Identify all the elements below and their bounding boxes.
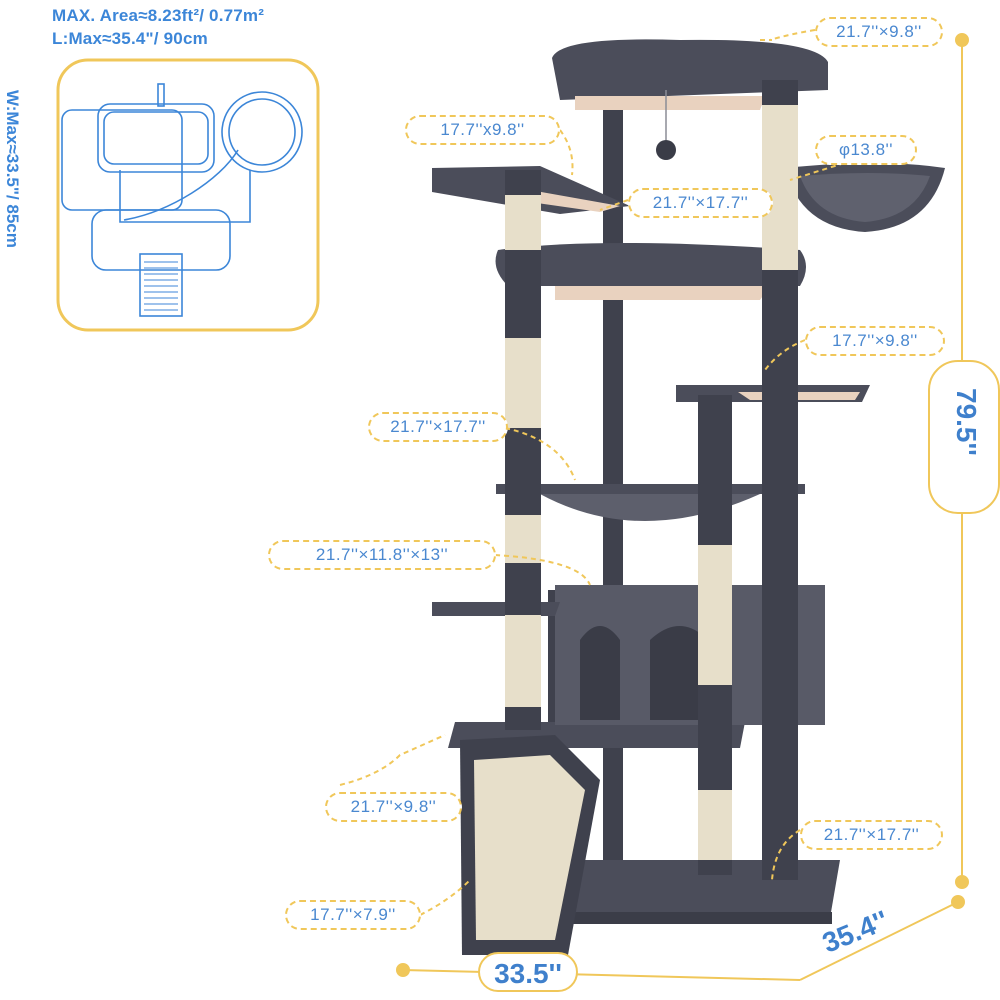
lower-platform-size-tag: 21.7''×9.8'' — [325, 792, 462, 822]
base-size-tag: 21.7''×17.7'' — [800, 820, 943, 850]
ramp-size-tag: 17.7''×7.9'' — [285, 900, 421, 930]
right-perch-size-tag: 17.7''×9.8'' — [805, 326, 945, 356]
hammock-size-tag: 21.7''×17.7'' — [368, 412, 508, 442]
basket-size-tag: φ13.8'' — [815, 135, 917, 165]
condo-size-tag: 21.7''×11.8''×13'' — [268, 540, 496, 570]
upper-platform-size-tag: 21.7''×17.7'' — [628, 188, 773, 218]
max-area-text: MAX. Area≈8.23ft²/ 0.77m² — [52, 6, 265, 25]
cat-tree-structure — [432, 39, 945, 955]
width-dimension: 33.5'' — [478, 952, 578, 992]
top-perch-size-tag: 21.7''×9.8'' — [815, 17, 943, 47]
layout-sketch — [56, 58, 320, 332]
height-dimension: 79.5'' — [951, 388, 982, 456]
upper-left-perch-size-tag: 17.7''x9.8'' — [405, 115, 560, 145]
max-length-text: L:Max≈35.4"/ 90cm — [52, 29, 208, 48]
height-dimension-box: 79.5'' — [928, 360, 1000, 514]
